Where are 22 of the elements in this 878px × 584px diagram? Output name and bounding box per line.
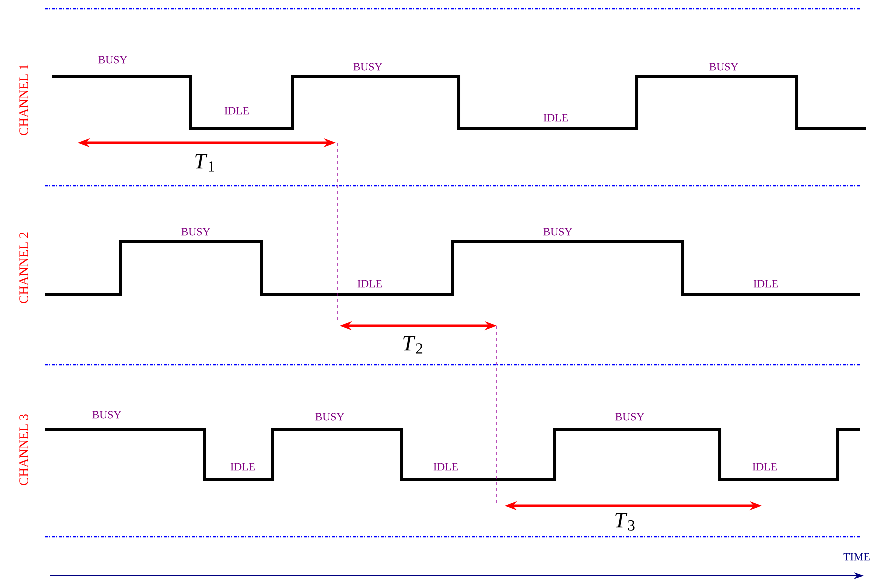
state-label: BUSY <box>182 228 210 236</box>
state-label: BUSY <box>544 228 572 236</box>
state-label: IDLE <box>752 463 777 471</box>
channel-label: CHANNEL 2 <box>20 232 28 304</box>
state-label: IDLE <box>358 280 382 288</box>
period-label: T$_{1}$ <box>196 154 214 172</box>
state-label: IDLE <box>224 107 249 115</box>
state-label: IDLE <box>754 280 778 288</box>
state-label: BUSY <box>316 413 344 421</box>
state-label: BUSY <box>616 413 644 421</box>
state-label: IDLE <box>230 463 255 471</box>
period-label: T$_{3}$ <box>616 513 635 531</box>
state-label: BUSY <box>92 411 122 419</box>
state-label: IDLE <box>434 463 458 471</box>
state-label: IDLE <box>544 114 568 122</box>
state-label: BUSY <box>354 63 382 71</box>
axis-label: TIME <box>844 553 870 561</box>
period-label: T$_{2}$ <box>404 336 423 354</box>
state-label: BUSY <box>710 63 738 71</box>
channel-label: CHANNEL 1 <box>20 64 28 136</box>
state-label: BUSY <box>98 56 128 64</box>
channel-label: CHANNEL 3 <box>20 414 28 486</box>
